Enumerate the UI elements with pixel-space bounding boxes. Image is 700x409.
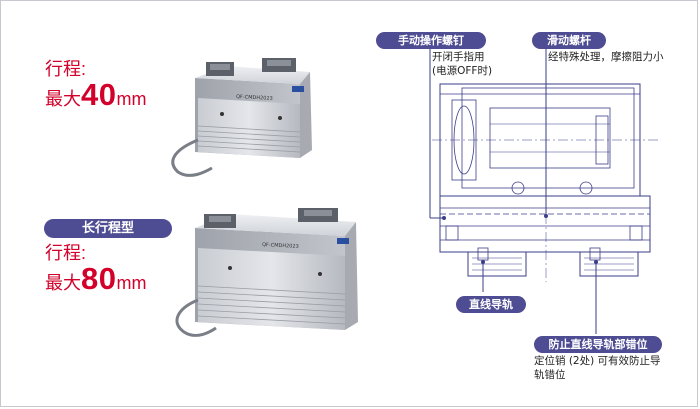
callout-manual-screw-desc: 开闭手指用 (电源OFF时) — [432, 51, 493, 77]
callout-anti-misalign-title: 防止直线导轨部错位 — [534, 336, 662, 353]
gripper-side-face — [345, 222, 358, 330]
callout-anti-misalign-desc: 定位销 (2处) 可有效防止导 轨错位 — [534, 355, 661, 381]
top-stroke-label: 行程: — [45, 59, 87, 79]
brand-logo-icon — [337, 238, 349, 244]
gripper-body-front — [198, 248, 345, 330]
callout-slide-screw-title: 滑动螺杆 — [532, 32, 606, 49]
drawing-slide-body — [439, 195, 651, 253]
bottom-stroke-value: 80 — [81, 261, 117, 296]
top-stroke-prefix: 最大 — [45, 89, 81, 109]
bottom-stroke-unit: mm — [116, 273, 147, 293]
callout-dots — [442, 214, 598, 264]
drawing-guide-block-left — [467, 251, 527, 277]
drawing-guide-block-right — [579, 251, 639, 277]
callout-linear-guide-title: 直线导轨 — [456, 296, 526, 313]
top-stroke-unit: mm — [116, 89, 147, 109]
top-stroke-value: 40 — [81, 77, 117, 112]
cable-icon — [175, 298, 217, 337]
bottom-stroke-prefix: 最大 — [45, 273, 81, 293]
bottom-stroke-label: 行程: — [45, 243, 87, 263]
gripper-fins — [197, 125, 301, 153]
callout-slide-screw-desc: 经特殊处理，摩擦阻力小 — [548, 51, 664, 63]
gripper-short-stroke: QF-CMDH2023 — [171, 58, 312, 177]
long-stroke-type-badge: 长行程型 — [44, 219, 172, 238]
gripper-fins — [197, 285, 346, 325]
callout-manual-screw-title: 手动操作螺钉 — [376, 32, 486, 49]
cross-section-drawing — [432, 70, 660, 282]
gripper-model-plate: QF-CMDH2023 — [262, 242, 299, 250]
callout-leaders — [429, 46, 597, 334]
top-stroke-max: 最大40mm — [45, 78, 146, 112]
brand-logo-icon — [292, 86, 304, 92]
gripper-long-stroke: QF-CMDH2023 — [175, 208, 358, 337]
gripper-model-plate: QF-CMDH2023 — [236, 94, 273, 102]
bottom-stroke-max: 最大80mm — [45, 262, 146, 296]
cable-icon — [171, 138, 213, 177]
gripper-side-face — [300, 72, 312, 158]
